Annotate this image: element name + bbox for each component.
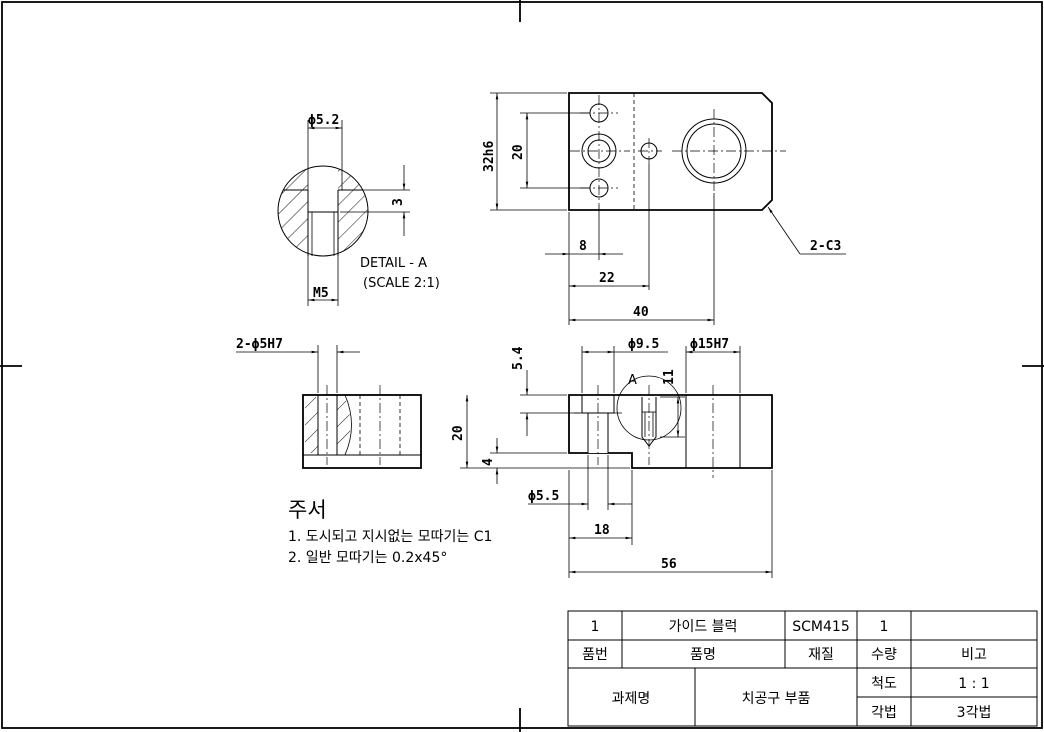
dim-front-width: 56 <box>661 557 677 572</box>
scale-label: 척도 <box>871 676 897 692</box>
header-remarks: 비고 <box>961 647 987 663</box>
notes-heading: 주서 <box>288 498 327 522</box>
plan-view: 32h6 20 8 22 40 2-C3 <box>482 92 846 325</box>
notes-line-1: 1. 도시되고 지시없는 모따기는 C1 <box>288 529 492 545</box>
header-part-number: 품번 <box>582 647 608 663</box>
dim-front-tap-depth: 11 <box>662 369 677 385</box>
title-block: 1 가이드 블럭 SCM415 1 품번 품명 재질 수량 비고 과제명 치공구… <box>567 610 1038 727</box>
header-material: 재질 <box>808 647 834 663</box>
dim-front-bore: ϕ15H7 <box>690 337 729 352</box>
scale-value: 1 : 1 <box>958 676 989 692</box>
quantity: 1 <box>880 619 889 635</box>
part-name: 가이드 블럭 <box>669 619 738 635</box>
dim-plan-x3: 40 <box>633 305 649 320</box>
dim-front-step: 4 <box>481 458 496 466</box>
part-number: 1 <box>591 619 600 635</box>
projection-value: 3각법 <box>957 705 992 721</box>
dim-plan-chamfer: 2-C3 <box>810 239 841 254</box>
detail-scale: (SCALE 2:1) <box>363 276 440 291</box>
project-name: 치공구 부품 <box>742 691 811 707</box>
detail-marker: A <box>628 373 637 388</box>
dim-plan-height: 32h6 <box>482 141 497 172</box>
header-quantity: 수량 <box>871 647 897 663</box>
notes: 주서 1. 도시되고 지시없는 모따기는 C1 2. 일반 모따기는 0.2x4… <box>288 498 492 566</box>
header-part-name: 품명 <box>690 647 716 663</box>
dim-front-depth: 5.4 <box>511 346 526 370</box>
dim-plan-x2: 22 <box>599 271 615 286</box>
projection-label: 각법 <box>871 705 897 721</box>
dim-detail-depth: 3 <box>391 198 406 206</box>
dim-front-hole: ϕ5.5 <box>528 489 559 504</box>
detail-a-view: ϕ5.2 3 M5 DETAIL - A (SCALE 2:1) <box>277 113 440 306</box>
dim-plan-hole-span: 20 <box>511 144 526 160</box>
notes-line-2: 2. 일반 모따기는 0.2x45° <box>288 550 447 566</box>
dim-plan-x1: 8 <box>579 239 587 254</box>
front-section-view: A 5.4 20 4 ϕ9.5 ϕ15H7 11 ϕ5.5 18 <box>451 337 773 578</box>
dim-detail-bore: ϕ5.2 <box>308 113 339 128</box>
dim-front-x1: 18 <box>594 523 610 538</box>
material: SCM415 <box>792 619 849 635</box>
dim-detail-thread: M5 <box>313 286 329 301</box>
project-label: 과제명 <box>612 691 651 707</box>
side-view: 2-ϕ5H7 <box>236 337 422 469</box>
dim-side-holes: 2-ϕ5H7 <box>236 337 283 352</box>
dim-front-counterbore: ϕ9.5 <box>628 337 659 352</box>
dim-front-height: 20 <box>451 425 466 441</box>
detail-title: DETAIL - A <box>360 256 427 271</box>
